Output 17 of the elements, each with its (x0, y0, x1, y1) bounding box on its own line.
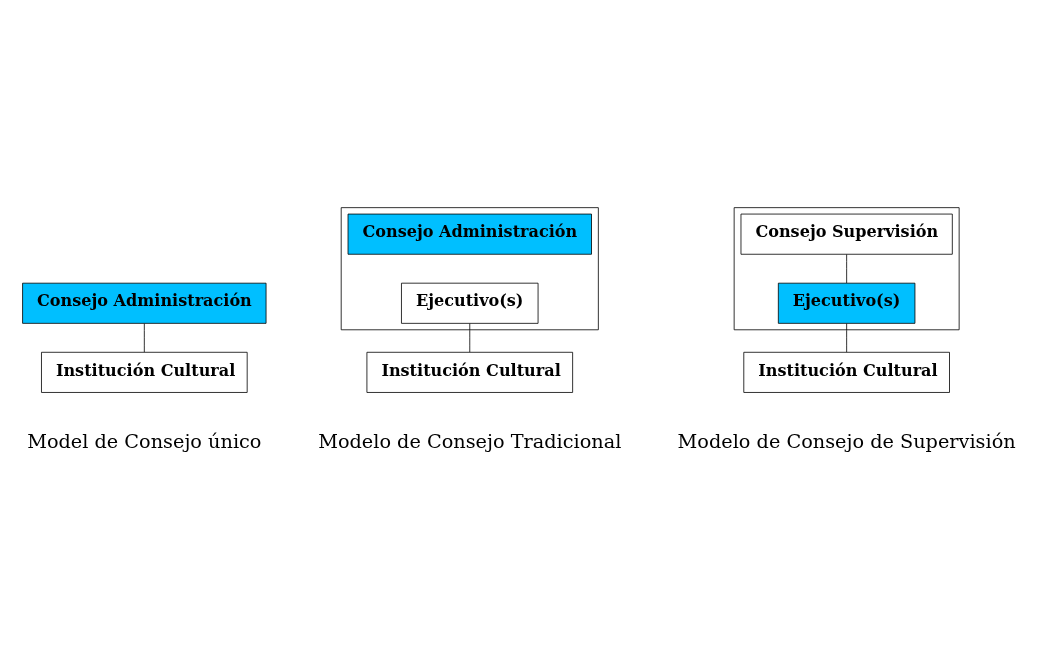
label: Modelo de Consejo de Supervisión (677, 430, 1016, 454)
cluster (733, 207, 960, 331)
node-box: Consejo Administración (347, 213, 592, 255)
label: Model de Consejo único (27, 430, 262, 454)
node-box: Ejecutivo(s) (401, 282, 539, 324)
node-box: Ejecutivo(s) (777, 282, 916, 324)
connector (846, 323, 848, 353)
node-box: Consejo Administración (22, 282, 267, 324)
label: Modelo de Consejo Tradicional (318, 430, 622, 454)
cluster (340, 207, 599, 331)
node-box: Institución Cultural (41, 351, 248, 393)
node-box: Institución Cultural (743, 351, 950, 393)
connector (143, 323, 145, 353)
node-box: Consejo Supervisión (740, 213, 953, 255)
connector (469, 323, 471, 353)
node-box: Institución Cultural (366, 351, 574, 393)
connector (846, 254, 848, 284)
